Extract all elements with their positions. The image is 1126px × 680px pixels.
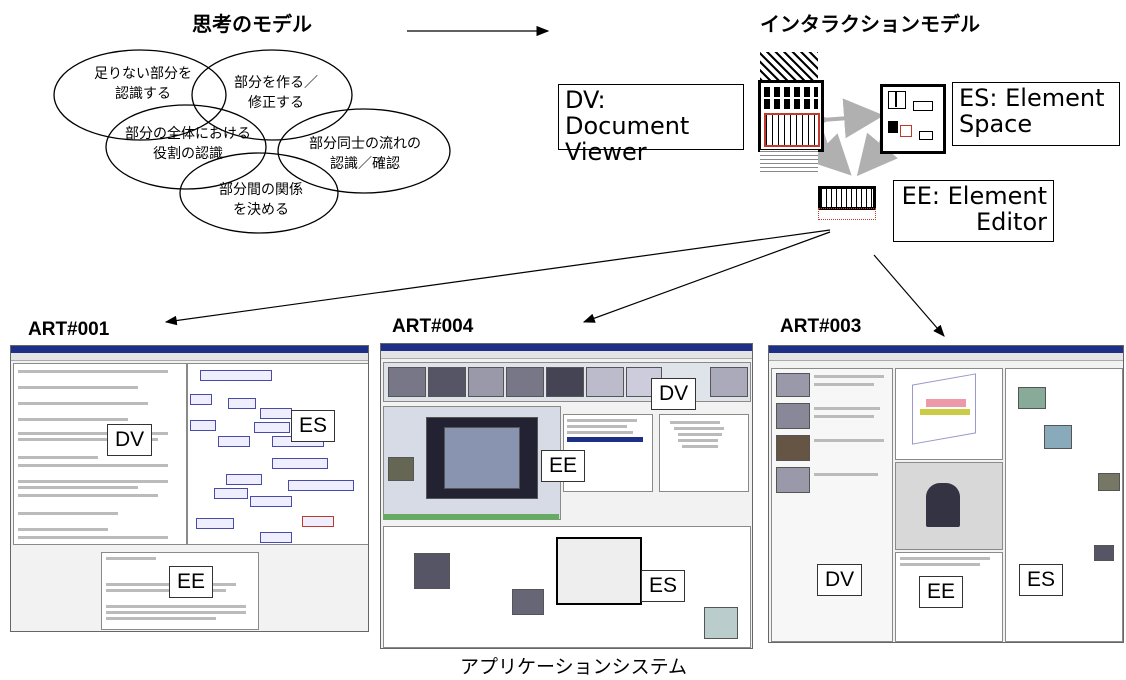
node-text-1: 足りない部分を 認識する: [88, 64, 198, 104]
art003-ee-tag: EE: [919, 576, 964, 608]
node-ellipse-2: [191, 49, 353, 141]
dv-es-arrow: [788, 98, 884, 143]
node-ellipse-3: [105, 104, 267, 190]
art004-menu-bar: [381, 351, 752, 359]
node-text-5: 部分間の関係 を決める: [206, 180, 316, 220]
app-label-art004: ART#004: [392, 316, 474, 337]
node-1-label: 足りない部分を 認識する: [94, 66, 192, 102]
art003-dv-pane: [771, 368, 893, 642]
node-2-label: 部分を作る／ 修正する: [234, 75, 318, 111]
art003-title-bar: [769, 346, 1123, 353]
art001-es-pane: [187, 363, 368, 545]
es-ee-arrow: [856, 108, 918, 177]
art004-title-bar: [381, 344, 752, 351]
arrow-to-art004: [582, 231, 831, 323]
node-4-label: 部分同士の流れの 認識／確認: [309, 136, 421, 172]
art001-title-bar: [11, 346, 368, 353]
art004-ee-tag: EE: [541, 450, 586, 482]
document-viewer-icon: [756, 52, 824, 172]
art004-dv-strip: [383, 362, 751, 402]
art001-menu-bar: [11, 353, 368, 361]
art003-screenshot: DV EE ES: [768, 345, 1124, 643]
node-text-2: 部分を作る／ 修正する: [226, 73, 326, 113]
node-text-3: 部分の全体における 役割の認識: [118, 124, 258, 164]
art003-photo: [895, 462, 1003, 550]
art003-menu-bar: [769, 353, 1123, 361]
dv-ee-arrow: [789, 113, 852, 176]
art001-dv-tag: DV: [107, 424, 153, 456]
art004-es-pane: [383, 526, 751, 648]
art004-ee-pane: [383, 406, 561, 520]
app-label-art003: ART#003: [780, 316, 862, 337]
node-5-label: 部分間の関係 を決める: [219, 182, 303, 218]
art004-dv-tag: DV: [651, 378, 697, 410]
art003-3d-view: [895, 368, 1003, 460]
art001-es-tag: ES: [291, 410, 336, 442]
node-3-label: 部分の全体における 役割の認識: [125, 126, 251, 162]
art004-folder-tree: [659, 414, 749, 492]
element-editor-icon: [818, 186, 876, 220]
ee-label-box: EE: Element Editor: [893, 180, 1054, 242]
art003-es-pane: [1005, 368, 1123, 642]
footer-caption: アプリケーションシステム: [460, 656, 688, 678]
arrow-to-art001: [164, 229, 831, 326]
node-ellipse-5: [179, 152, 339, 234]
art001-ee-tag: EE: [169, 566, 214, 598]
art004-es-tag: ES: [641, 570, 686, 602]
app-label-art001: ART#001: [28, 319, 110, 340]
node-ellipse-4: [277, 108, 451, 194]
thinking-model-title: 思考のモデル: [192, 12, 312, 36]
node-text-4: 部分同士の流れの 認識／確認: [298, 134, 432, 174]
dv-label-box: DV: Document Viewer: [558, 84, 744, 165]
arrow-to-art003: [873, 254, 945, 337]
art003-es-tag: ES: [1019, 564, 1064, 596]
art001-screenshot: DV ES EE: [10, 345, 369, 632]
art004-screenshot: DV EE ES: [380, 343, 753, 649]
interaction-model-title: インタラクションモデル: [760, 12, 980, 36]
art003-dv-tag: DV: [817, 564, 863, 596]
node-ellipse-1: [53, 49, 227, 141]
element-space-icon: [880, 84, 946, 154]
es-label-box: ES: Element Space: [952, 82, 1120, 146]
art001-dv-pane: [13, 363, 187, 545]
